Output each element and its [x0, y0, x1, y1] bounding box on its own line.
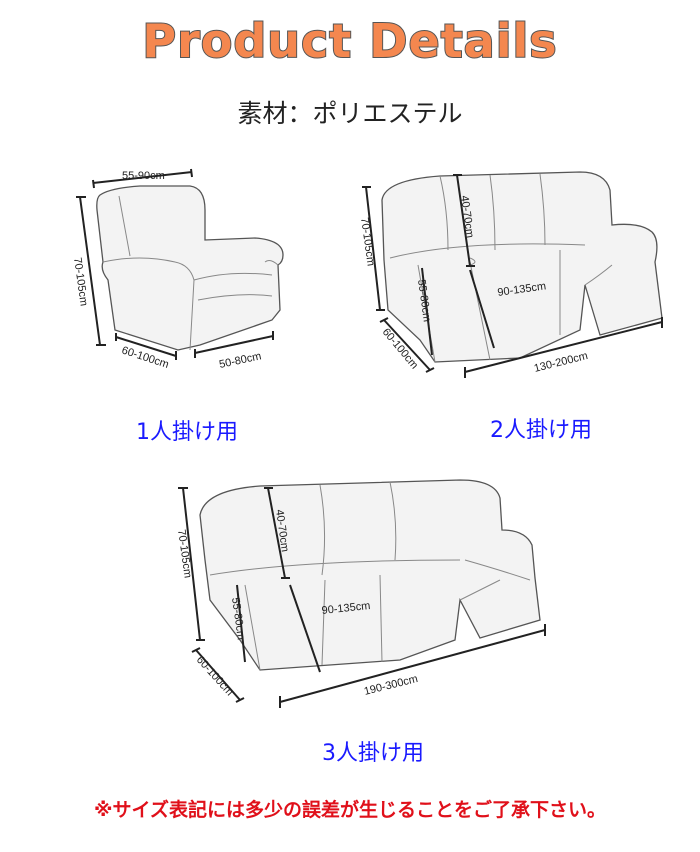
- dim-width-2: 130-200cm: [533, 350, 589, 375]
- dim-arm-2: 55-80cm: [415, 279, 433, 323]
- three-seat-sofa-diagram: 40-70cm 70-105cm 55-80cm 90-135cm 60-100…: [175, 479, 546, 708]
- one-seat-label: 1人掛け用: [136, 420, 238, 445]
- dim-depth-3: 60-100cm: [194, 654, 236, 698]
- dim-width: 55-90cm: [122, 170, 165, 182]
- material-text: 素材：ポリエステル: [237, 99, 463, 128]
- three-seat-label: 3人掛け用: [322, 741, 424, 766]
- dim-height: 70-105cm: [71, 257, 90, 307]
- dim-depth: 60-100cm: [120, 344, 170, 371]
- size-disclaimer: ※サイズ表記には多少の誤差が生じることをご了承下さい。: [94, 799, 606, 821]
- dim-seat: 50-80cm: [218, 350, 262, 371]
- dim-height-3: 70-105cm: [175, 529, 194, 579]
- page-title: Product Details: [141, 13, 558, 69]
- dim-back-3: 40-70cm: [273, 509, 291, 553]
- dim-back-2: 40-70cm: [458, 195, 476, 239]
- dim-seat-depth-3: 90-135cm: [321, 600, 371, 617]
- dim-arm-3: 55-80cm: [229, 597, 247, 641]
- two-seat-sofa-diagram: 40-70cm 70-105cm 55-80cm 90-135cm 60-100…: [358, 171, 663, 378]
- two-seat-label: 2人掛け用: [490, 418, 592, 443]
- dim-height-2: 70-105cm: [358, 217, 377, 267]
- one-seat-sofa-diagram: 55-90cm 70-105cm 60-100cm 50-80cm: [71, 168, 284, 371]
